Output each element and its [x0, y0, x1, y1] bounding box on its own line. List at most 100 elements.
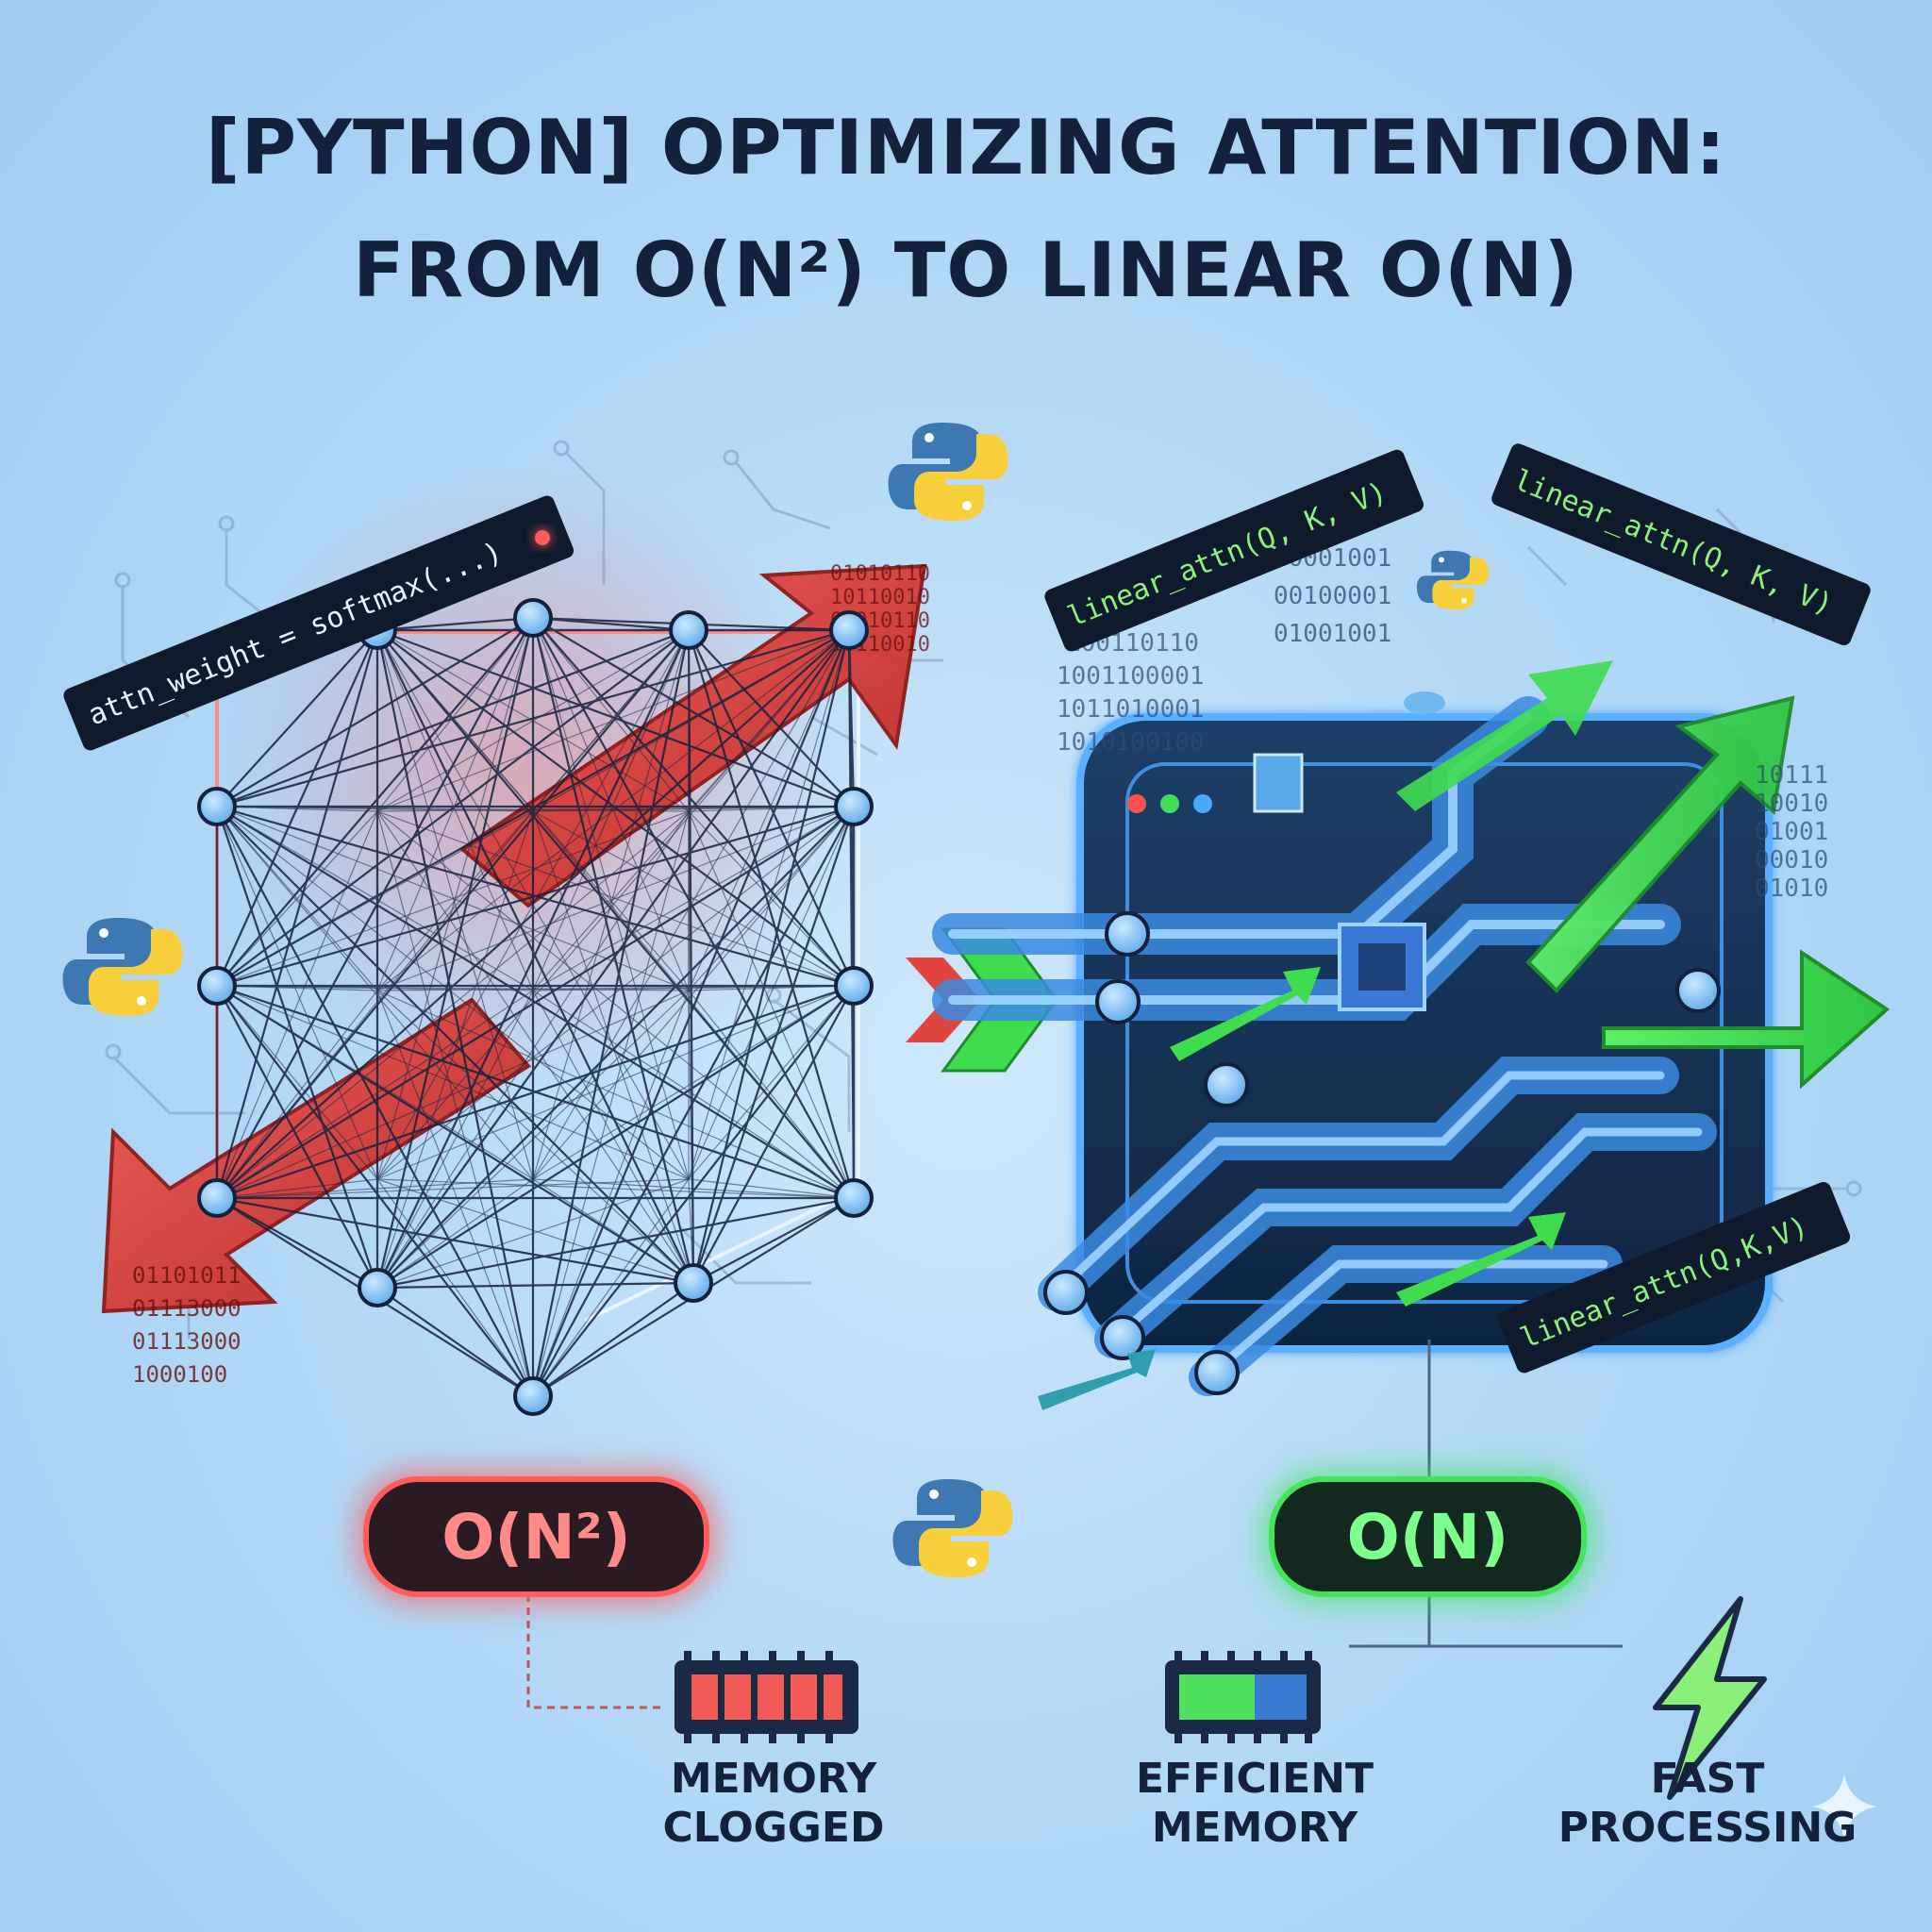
mesh-edge	[532, 629, 690, 991]
mesh-edge	[376, 1281, 694, 1290]
binary-center: 00001001 00100001 01001001	[1274, 544, 1391, 648]
memory-chip-icon-clogged	[675, 1651, 858, 1743]
window-dot-green	[1160, 794, 1179, 813]
mesh-edge	[532, 806, 855, 1180]
mesh-edge	[532, 806, 855, 991]
svg-text:01113000: 01113000	[132, 1295, 242, 1322]
python-logo-icon	[892, 1479, 1013, 1577]
mesh-edge	[216, 806, 694, 1284]
mesh-edge	[376, 806, 855, 1180]
mesh-node	[197, 787, 237, 826]
mesh-node	[358, 1268, 397, 1307]
title-line-2: FROM O(N²) TO LINEAR O(N)	[353, 226, 1579, 314]
mesh-edge	[376, 629, 850, 1289]
mesh-edge	[532, 629, 850, 1180]
svg-text:00100001: 00100001	[1274, 582, 1391, 610]
code-label-linear-2: linear_attn(Q, K, V)	[1491, 443, 1871, 645]
mesh-edge	[376, 1178, 534, 1289]
mesh-edge	[532, 617, 855, 808]
mesh-edge	[376, 629, 534, 1180]
green-arrows	[1038, 660, 1890, 1410]
attention-mesh-lines	[215, 616, 856, 1397]
mesh-edge	[376, 617, 534, 812]
caption-memory-clogged-line-1: MEMORY	[670, 1755, 877, 1803]
mesh-edge	[216, 1197, 378, 1289]
mesh-edge	[688, 985, 855, 1180]
svg-text:10010: 10010	[1755, 790, 1828, 818]
mesh-edge	[532, 617, 690, 991]
mesh-edge	[216, 990, 534, 1199]
svg-text:1011010001: 1011010001	[1057, 695, 1205, 724]
mesh-edge	[216, 985, 534, 1397]
mesh-node	[513, 598, 553, 638]
mesh-edge	[216, 629, 690, 1199]
caption-fast-line-1: FAST	[1650, 1755, 1765, 1803]
mesh-edge	[688, 629, 850, 1180]
mesh-edge	[216, 810, 534, 1199]
svg-text:01101011: 01101011	[132, 1262, 242, 1289]
lane-node	[1043, 1270, 1089, 1315]
mesh-edge	[688, 1178, 855, 1199]
binary-bottom: 01101011 01113000 01113000 1000100	[132, 1262, 242, 1388]
lane-node	[1194, 1350, 1240, 1395]
mesh-edge	[376, 1196, 855, 1290]
mesh-edge	[532, 985, 855, 1397]
mesh-edge	[216, 806, 690, 991]
mesh-edge	[692, 985, 855, 1284]
mesh-edge	[531, 629, 691, 1397]
mesh-edge	[532, 1178, 690, 1397]
processor-core	[1338, 923, 1426, 1011]
mesh-edge	[216, 985, 378, 1289]
caption-efficient-memory: EFFICIENT MEMORY	[1094, 1755, 1415, 1853]
mesh-edge	[216, 984, 855, 1200]
mesh-edge	[215, 629, 379, 1199]
mesh-edge	[376, 990, 534, 1289]
mesh-node	[834, 1178, 874, 1218]
mesh-edge	[531, 617, 695, 1284]
mesh-edge	[376, 985, 855, 1289]
mesh-edge	[216, 629, 378, 808]
mesh-node	[197, 1178, 237, 1218]
lightning-bolt-icon	[1653, 1596, 1767, 1800]
caption-fast-line-2: PROCESSING	[1557, 1804, 1857, 1852]
mesh-edge	[216, 617, 534, 808]
mesh-edge	[216, 810, 690, 1199]
mesh-edge	[532, 1178, 855, 1199]
mesh-edge	[216, 806, 534, 1180]
mesh-edge	[216, 810, 378, 1199]
mesh-edge	[532, 1178, 694, 1284]
lane-nodes	[1043, 911, 1721, 1395]
mesh-edge	[216, 629, 690, 987]
mesh-edge	[216, 806, 534, 991]
mesh-edge	[216, 985, 694, 1284]
mesh-edge	[216, 617, 534, 1199]
mesh-edge	[688, 985, 855, 991]
mesh-edge	[216, 1196, 694, 1285]
mesh-edge	[216, 1178, 690, 1199]
mesh-edge	[216, 990, 378, 1199]
mesh-edge	[532, 629, 690, 1180]
mesh-edge	[216, 806, 690, 1180]
lane-node	[1675, 968, 1721, 1013]
badge-linear-complexity: O(N)	[1269, 1476, 1587, 1597]
mesh-edge	[376, 1178, 694, 1284]
svg-text:1010100100: 1010100100	[1057, 728, 1205, 757]
caption-memory-clogged-line-2: CLOGGED	[662, 1804, 885, 1852]
mesh-edge	[216, 1178, 378, 1199]
mesh-edge	[376, 810, 534, 1397]
mesh-edge	[376, 806, 855, 991]
mesh-edge	[376, 990, 855, 1199]
mesh-edge	[216, 985, 534, 1180]
mesh-edge	[376, 810, 855, 1199]
svg-text:10111: 10111	[1755, 761, 1828, 790]
svg-text:01113000: 01113000	[132, 1328, 242, 1355]
mesh-edge	[532, 985, 855, 1180]
mesh-edge	[376, 629, 690, 1180]
caption-fast-processing: FAST PROCESSING	[1509, 1755, 1906, 1853]
mesh-edge	[376, 616, 534, 632]
title-line-1: [PYTHON] OPTIMIZING ATTENTION:	[205, 104, 1727, 192]
lane-node	[1204, 1062, 1249, 1108]
mesh-node	[829, 610, 869, 650]
mesh-edge	[532, 810, 690, 1397]
